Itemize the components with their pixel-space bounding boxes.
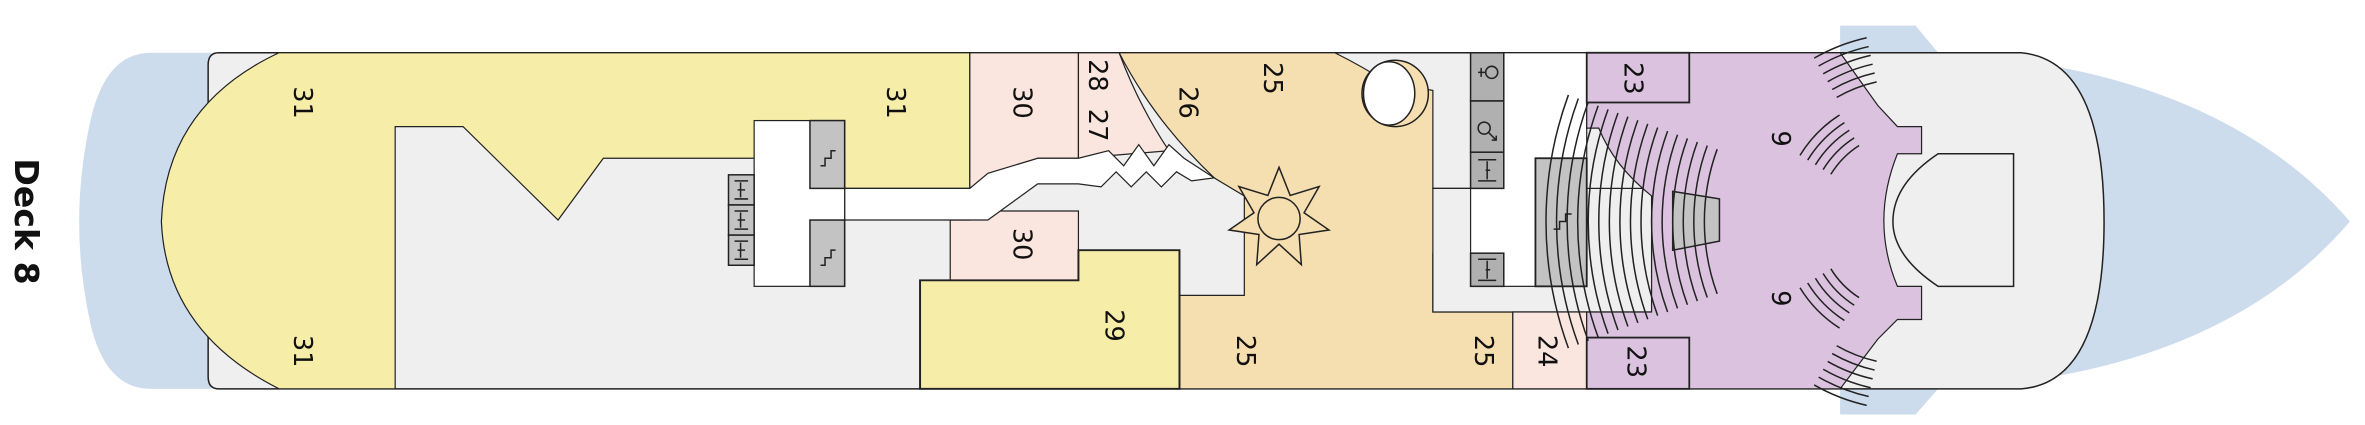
area-label-a25-bottom-left: 25 — [1230, 335, 1260, 368]
area-label-a24: 24 — [1531, 335, 1561, 368]
seat-row — [1671, 138, 1689, 306]
elevator-icon — [727, 174, 755, 206]
seat-row — [1827, 360, 1873, 380]
area-label-a26: 26 — [1172, 86, 1202, 119]
seat-row — [1814, 277, 1850, 314]
seat-row — [1650, 130, 1669, 313]
theatre-seating — [1545, 36, 1877, 407]
area-label-a23-top: 23 — [1617, 62, 1647, 95]
seat-row — [1831, 352, 1875, 371]
seat-row — [1827, 63, 1873, 83]
seat-row — [1576, 105, 1599, 338]
elevator-icon — [727, 204, 755, 236]
seat-row — [1818, 376, 1869, 398]
seat-row — [1807, 282, 1845, 322]
deck-title: Deck 8 — [7, 158, 46, 284]
stairs-icon — [1534, 157, 1588, 288]
seat-row — [1608, 116, 1629, 327]
area-23-bottom — [1585, 336, 1691, 390]
seat-row — [1799, 114, 1840, 156]
round-feature — [1361, 59, 1430, 128]
seat-row — [1822, 368, 1871, 389]
seat-row — [1619, 119, 1639, 324]
area-23-top — [1585, 51, 1691, 104]
corridor — [844, 143, 1216, 221]
restroom-male-icon — [1469, 100, 1505, 153]
seat-row — [1807, 121, 1845, 161]
area-label-a30-top: 30 — [1007, 86, 1037, 119]
area-label-a25-top: 25 — [1257, 62, 1287, 95]
elevator-icon — [1469, 151, 1505, 190]
seat-row — [1831, 72, 1875, 91]
seat-row — [1545, 94, 1570, 349]
stairs-icon — [809, 119, 846, 190]
area-label-a29: 29 — [1099, 309, 1129, 342]
restroom-female-icon — [1469, 51, 1505, 102]
stairs-icon — [809, 219, 846, 288]
area-24 — [1512, 311, 1588, 390]
seat-row — [1661, 134, 1679, 309]
area-label-a27: 27 — [1082, 109, 1112, 142]
seat-row — [1598, 112, 1619, 331]
seat-row — [1587, 109, 1609, 334]
area-label-a23-bottom: 23 — [1620, 345, 1650, 378]
seat-row — [1818, 45, 1869, 67]
stage — [1892, 152, 2015, 288]
seat-row — [1555, 98, 1580, 345]
seat-row — [1822, 137, 1855, 170]
seat-row — [1813, 36, 1867, 59]
seat-row — [1830, 144, 1860, 175]
seat-row — [1836, 345, 1877, 362]
seat-row — [1693, 145, 1708, 298]
seat-row — [1629, 123, 1649, 320]
seat-row — [1799, 287, 1840, 329]
elevator-icon — [1469, 252, 1505, 288]
area-label-a9-bottom: 9 — [1765, 290, 1795, 306]
area-label-a31-bottom: 31 — [287, 335, 317, 368]
seat-row — [1814, 129, 1850, 166]
seat-row — [1822, 54, 1871, 75]
stage-icon — [1671, 190, 1721, 252]
seat-row — [1830, 268, 1860, 299]
seat-row — [1703, 148, 1718, 295]
wheel-icon — [1227, 165, 1331, 267]
elevator-icon — [727, 234, 755, 267]
seat-row — [1640, 127, 1659, 316]
seat-row — [1813, 384, 1867, 407]
area-label-a31-top-left: 31 — [287, 86, 317, 119]
seat-row — [1566, 101, 1589, 342]
area-label-a25-bottom-right: 25 — [1468, 335, 1498, 368]
seat-row — [1836, 81, 1877, 99]
area-label-a9-top: 9 — [1765, 130, 1795, 146]
seat-row — [1822, 273, 1855, 306]
seat-row — [1682, 141, 1699, 302]
area-label-a31-top-right: 31 — [880, 86, 910, 119]
area-29 — [919, 249, 1181, 390]
stern-water — [79, 52, 212, 389]
area-label-a30-bottom: 30 — [1007, 228, 1037, 261]
area-label-a28: 28 — [1082, 59, 1112, 92]
